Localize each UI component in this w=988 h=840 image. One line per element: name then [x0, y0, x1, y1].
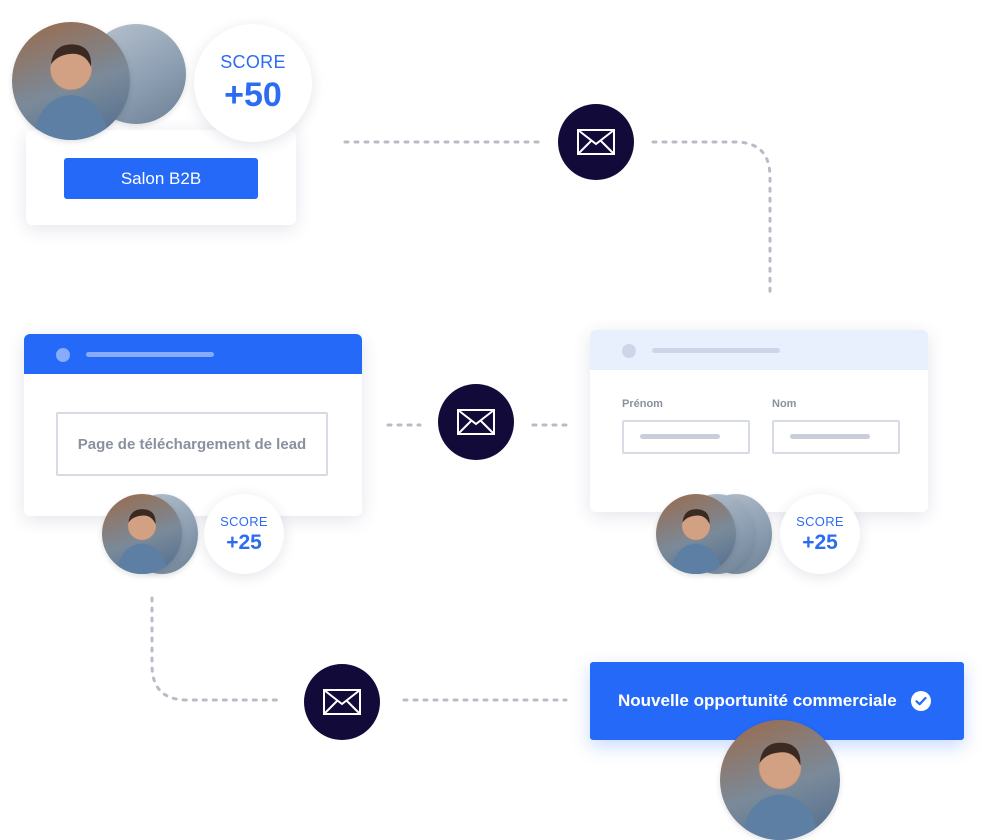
connector-bottom-left [150, 596, 282, 702]
form-card: Prénom Nom [590, 330, 928, 512]
lead-download-field[interactable]: Page de téléchargement de lead [56, 412, 328, 476]
header-line [86, 352, 214, 357]
header-dot [622, 344, 636, 358]
envelope-icon [558, 104, 634, 180]
lead-download-text: Page de téléchargement de lead [77, 435, 307, 453]
first-name-field[interactable] [622, 420, 750, 454]
score-bubble-top: SCORE +50 [194, 24, 312, 142]
person-avatar [12, 22, 130, 140]
person-icon [741, 742, 819, 840]
opportunity-label: Nouvelle opportunité commerciale [618, 691, 897, 710]
person-icon [116, 509, 168, 574]
header-line [652, 348, 780, 353]
score-label: SCORE [796, 513, 844, 529]
salon-b2b-button[interactable]: Salon B2B [64, 158, 258, 199]
last-name-label: Nom [772, 398, 797, 410]
score-value: +25 [802, 530, 838, 554]
check-circle-icon [910, 691, 931, 711]
field-placeholder-line [790, 434, 870, 439]
landing-page-card: Page de téléchargement de lead [24, 334, 362, 516]
envelope-icon [438, 384, 514, 460]
person-icon [33, 44, 109, 140]
connector-top-right [651, 140, 772, 294]
score-value: +50 [224, 75, 282, 114]
score-bubble-left: SCORE +25 [204, 494, 284, 574]
header-dot [56, 348, 70, 362]
score-value: +25 [226, 530, 262, 554]
field-placeholder-line [640, 434, 720, 439]
score-label: SCORE [220, 51, 286, 72]
landing-page-header [24, 334, 362, 374]
first-name-label: Prénom [622, 398, 663, 410]
score-label: SCORE [220, 513, 268, 529]
score-bubble-right: SCORE +25 [780, 494, 860, 574]
last-name-field[interactable] [772, 420, 900, 454]
person-icon [670, 509, 722, 574]
person-avatar [102, 494, 182, 574]
opportunity-card: Nouvelle opportunité commerciale [590, 662, 964, 740]
person-avatar [720, 720, 840, 840]
envelope-icon [304, 664, 380, 740]
person-avatar [656, 494, 736, 574]
